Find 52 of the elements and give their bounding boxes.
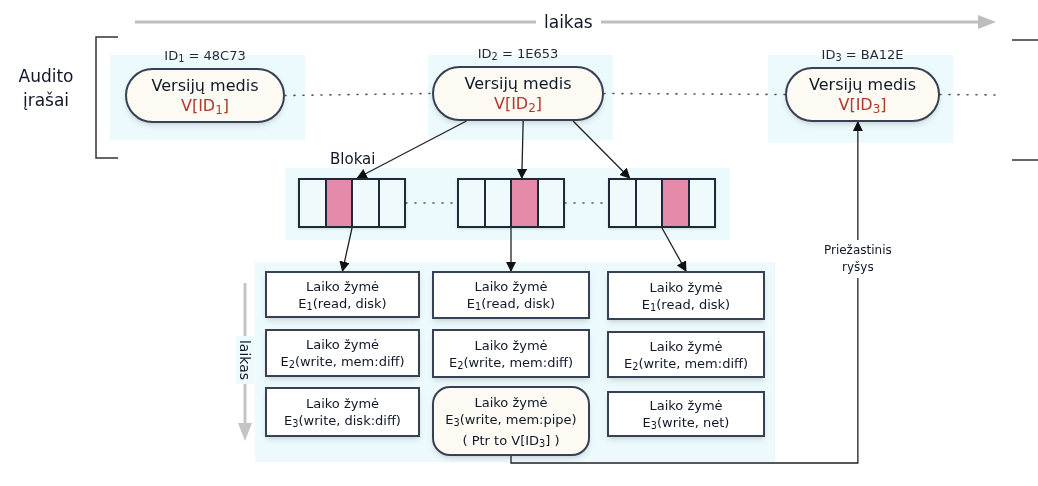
timestamp-label: Laiko žymė [649,397,723,414]
event-text: E$_{3}$(write, net) [642,414,730,431]
arrow [510,120,864,464]
timestamp-label: Laiko žymė [305,336,380,353]
axis-label: laikas [236,336,254,384]
arrow [356,120,468,179]
node-title: Versijų medis [151,75,259,96]
timestamp-label: Laiko žymė [474,278,548,295]
event-box [607,271,765,320]
dotted-line [603,92,786,96]
event-box [432,271,590,319]
event-text: E$_{3}$(write, mem:pipe) [445,410,577,428]
event-text: E$_{2}$(write, mem:diff) [623,354,749,372]
block-array [608,178,716,228]
id-heading: ID$_{3}$ = BA12E [820,46,905,65]
event-box [265,329,420,377]
arrow [572,120,631,179]
block-array [298,178,406,228]
block-array [457,178,565,228]
event-box [607,331,765,378]
event-text: E$_{1}$(read, disk) [298,294,387,312]
event-box [607,391,765,437]
pointer-text: ( Ptr to V[ID$_{3}$] ) [462,431,560,449]
timestamp-label: Laiko žymė [649,337,723,355]
node-title: Versijų medis [809,74,916,95]
group-label: Audito įrašai [17,65,75,112]
event-box [432,386,590,456]
section-label: Blokai [330,149,376,170]
timestamp-label: Laiko žymė [474,393,548,411]
version-reference: V[ID$_{2}$] [493,93,543,114]
timestamp-label: Laiko žymė [305,395,380,412]
event-text: E$_{1}$(read, disk) [641,295,731,313]
event-text: E$_{1}$(read, disk) [466,295,556,312]
dotted-line [284,92,433,97]
version-reference: V[ID$_{3}$] [838,94,887,115]
event-box [432,329,590,378]
event-text: E$_{2}$(write, mem:diff) [448,353,574,371]
event-text: E$_{3}$(write, disk:diff) [284,412,401,429]
timestamp-label: Laiko žymė [305,277,380,295]
arrow [505,227,517,273]
event-text: E$_{2}$(write, mem:diff) [280,353,405,370]
node-title: Versijų medis [464,73,572,94]
timestamp-label: Laiko žymė [474,336,548,354]
timestamp-label: Laiko žymė [649,278,723,296]
id-heading: ID$_{1}$ = 48C73 [163,47,247,66]
arrow [661,227,687,272]
id-heading: ID$_{2}$ = 1E653 [476,45,560,64]
event-box [265,387,420,437]
arrow [339,227,353,272]
arrow [516,120,528,180]
event-box [265,271,420,318]
version-reference: V[ID$_{1}$] [180,95,230,116]
